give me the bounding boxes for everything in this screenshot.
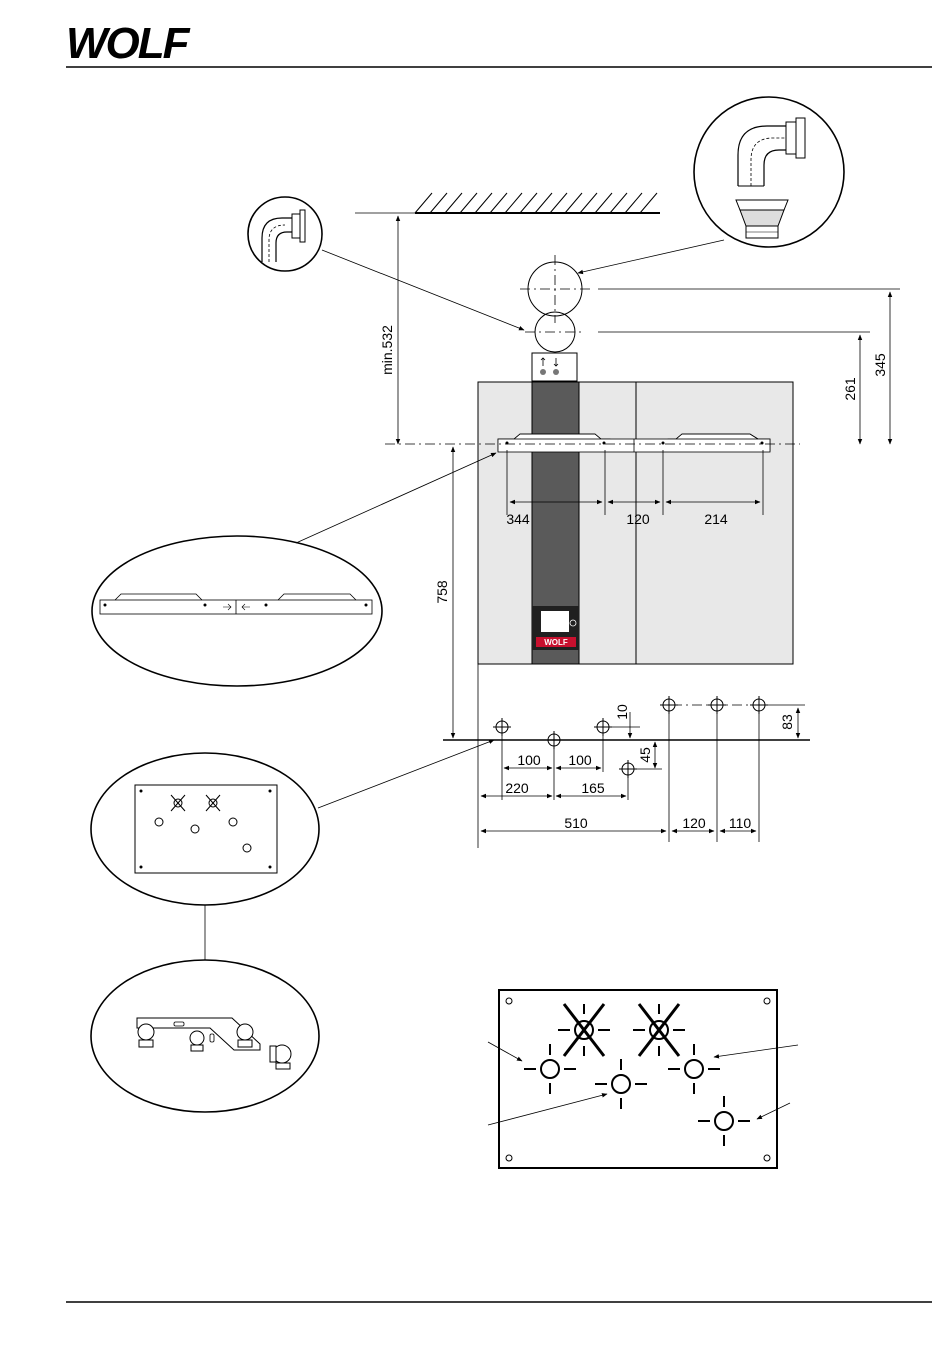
dim-ceiling-label: min.532 (379, 325, 395, 375)
dim-100b-label: 100 (568, 752, 592, 768)
brand-logo: WOLF (66, 19, 191, 68)
template-detail (499, 990, 777, 1168)
display-brand: WOLF (544, 638, 568, 647)
dim-345-label: 345 (872, 353, 888, 377)
dim-83-label: 83 (779, 714, 795, 730)
dim-344-label: 344 (506, 511, 530, 527)
dim-120-conn-label: 120 (682, 815, 706, 831)
callout-mounting-bracket (92, 536, 382, 686)
callout-small-elbow (248, 197, 322, 271)
dim-120-bracket-label: 120 (626, 511, 650, 527)
dim-220-label: 220 (505, 780, 529, 796)
dim-165-label: 165 (581, 780, 605, 796)
dim-261-label: 261 (842, 377, 858, 401)
dim-110-label: 110 (729, 815, 752, 831)
ceiling (415, 193, 660, 213)
callout-large-elbow (694, 97, 844, 247)
callout-template (91, 753, 319, 905)
brand-logo-text: WOLF (66, 19, 191, 68)
callout-fittings (91, 960, 319, 1112)
dim-10-label: 10 (614, 704, 630, 720)
dim-758-label: 758 (434, 580, 450, 604)
flue-upper (520, 255, 590, 323)
dim-45-label: 45 (637, 747, 653, 763)
dim-214-label: 214 (704, 511, 728, 527)
dim-100a-label: 100 (517, 752, 541, 768)
flue-adapter (532, 353, 577, 381)
control-display: WOLF (532, 606, 579, 650)
dim-510-label: 510 (564, 815, 588, 831)
